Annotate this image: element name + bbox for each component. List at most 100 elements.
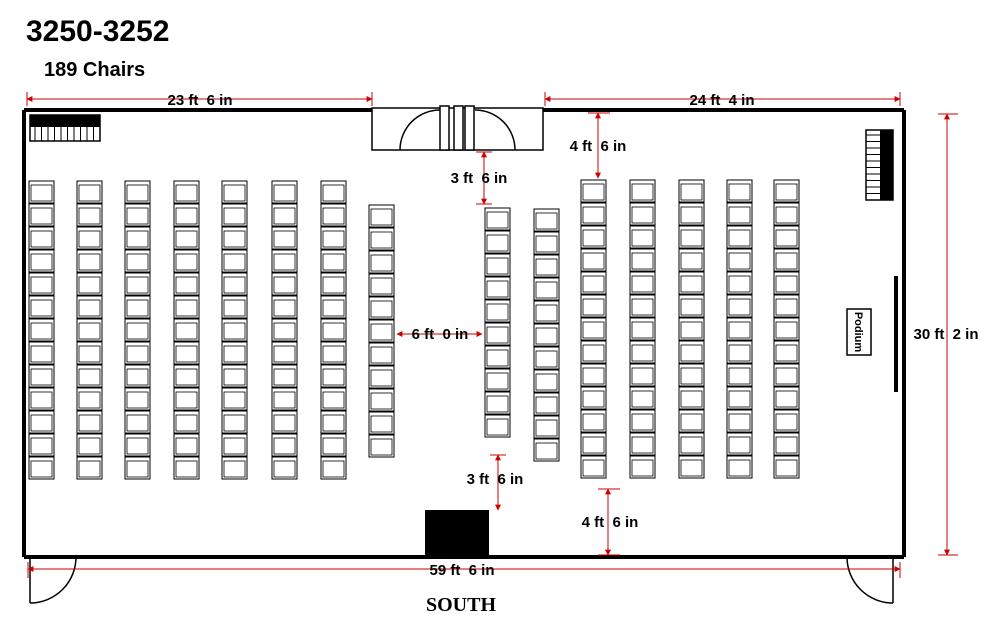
chair-seat bbox=[535, 373, 558, 391]
dim-label-front-gap-right: 4 ft 6 in bbox=[570, 138, 627, 155]
chair bbox=[773, 225, 800, 249]
chair-seat bbox=[223, 368, 246, 386]
chair-seat bbox=[126, 276, 149, 294]
chair bbox=[678, 432, 705, 456]
chair-seat bbox=[775, 229, 798, 247]
chair-seat bbox=[223, 391, 246, 409]
chair-seat bbox=[175, 276, 198, 294]
chair-seat bbox=[631, 321, 654, 339]
chair bbox=[773, 248, 800, 272]
chair bbox=[580, 225, 607, 249]
chair bbox=[320, 456, 347, 480]
chair bbox=[124, 341, 151, 365]
podium-label: Podium bbox=[852, 312, 864, 353]
chair bbox=[28, 318, 55, 342]
chair bbox=[28, 226, 55, 250]
chair bbox=[726, 271, 753, 295]
chair-seat bbox=[582, 229, 605, 247]
chair bbox=[484, 276, 511, 300]
chair bbox=[678, 248, 705, 272]
chair bbox=[533, 438, 560, 462]
chair bbox=[76, 272, 103, 296]
chair bbox=[726, 248, 753, 272]
chair bbox=[726, 432, 753, 456]
chair bbox=[320, 318, 347, 342]
chair bbox=[484, 368, 511, 392]
chair-seat bbox=[535, 235, 558, 253]
chair bbox=[580, 202, 607, 226]
chair bbox=[221, 456, 248, 480]
chair bbox=[76, 341, 103, 365]
chair bbox=[173, 410, 200, 434]
chair-seat bbox=[126, 345, 149, 363]
chair bbox=[271, 387, 298, 411]
chair bbox=[678, 202, 705, 226]
chair-seat bbox=[175, 460, 198, 478]
chair bbox=[320, 203, 347, 227]
chair bbox=[173, 180, 200, 204]
chair bbox=[484, 391, 511, 415]
chair-seat bbox=[30, 437, 53, 455]
chair bbox=[580, 455, 607, 479]
chair bbox=[678, 271, 705, 295]
chair-seat bbox=[30, 414, 53, 432]
chair-seat bbox=[370, 277, 393, 295]
chair-seat bbox=[486, 372, 509, 390]
chair-seat bbox=[78, 345, 101, 363]
chair-seat bbox=[126, 368, 149, 386]
chair-seat bbox=[30, 322, 53, 340]
chair-seat bbox=[680, 252, 703, 270]
chair-seat bbox=[78, 391, 101, 409]
chair bbox=[484, 207, 511, 231]
chair bbox=[773, 317, 800, 341]
chair-seat bbox=[728, 252, 751, 270]
chair bbox=[629, 271, 656, 295]
chair bbox=[678, 317, 705, 341]
chair bbox=[221, 272, 248, 296]
chair bbox=[368, 250, 395, 274]
chair bbox=[28, 341, 55, 365]
chair bbox=[533, 300, 560, 324]
chair bbox=[320, 249, 347, 273]
chair-seat bbox=[775, 252, 798, 270]
chair-seat bbox=[30, 207, 53, 225]
chair-seat bbox=[728, 298, 751, 316]
chair bbox=[678, 340, 705, 364]
dim-label-front-gap-center: 3 ft 6 in bbox=[451, 170, 508, 187]
chair bbox=[368, 434, 395, 458]
chair-seat bbox=[322, 437, 345, 455]
chair-seat bbox=[728, 390, 751, 408]
chair-seat bbox=[126, 299, 149, 317]
chair-seat bbox=[223, 345, 246, 363]
chair-seat bbox=[175, 414, 198, 432]
chair bbox=[368, 319, 395, 343]
chair-seat bbox=[728, 413, 751, 431]
chair-seat bbox=[728, 183, 751, 201]
chair-seat bbox=[370, 323, 393, 341]
chair-seat bbox=[631, 367, 654, 385]
chair-seat bbox=[370, 346, 393, 364]
chair bbox=[221, 180, 248, 204]
chair bbox=[76, 410, 103, 434]
chair bbox=[773, 455, 800, 479]
chair bbox=[124, 226, 151, 250]
chair-seat bbox=[30, 184, 53, 202]
chair-seat bbox=[582, 436, 605, 454]
chair-seat bbox=[631, 229, 654, 247]
chair bbox=[533, 346, 560, 370]
chair-seat bbox=[582, 413, 605, 431]
chair-seat bbox=[486, 234, 509, 252]
chair-seat bbox=[175, 437, 198, 455]
chair bbox=[124, 364, 151, 388]
chair-seat bbox=[273, 368, 296, 386]
chair bbox=[533, 254, 560, 278]
chair bbox=[580, 340, 607, 364]
chair-seat bbox=[631, 298, 654, 316]
chair-seat bbox=[680, 183, 703, 201]
chair bbox=[773, 202, 800, 226]
chair-seat bbox=[78, 207, 101, 225]
chair bbox=[678, 363, 705, 387]
chair-seat bbox=[486, 303, 509, 321]
chair bbox=[533, 369, 560, 393]
chair-seat bbox=[78, 276, 101, 294]
